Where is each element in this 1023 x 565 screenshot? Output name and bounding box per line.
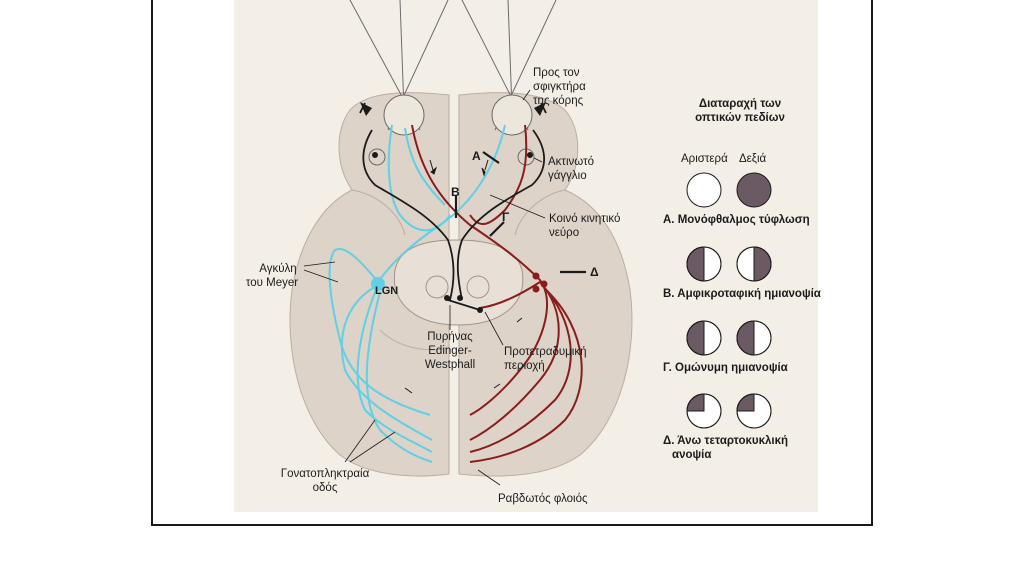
right-eye — [491, 94, 533, 136]
colliculus-right — [466, 275, 490, 299]
label-sfigktira: σφιγκτήρα — [533, 81, 586, 93]
left-eye — [383, 94, 425, 136]
legend-right: Δεξιά — [739, 153, 767, 165]
legend-left: Αριστερά — [681, 153, 728, 165]
pupillary-pathway — [359, 102, 547, 311]
legend-item-g: Γ. Ομώνυμη ημιανοψία — [663, 362, 788, 374]
label-ravdotos: Ραβδωτός φλοιός — [498, 493, 588, 505]
label-neyro: νεύρο — [549, 227, 580, 239]
cyan-pathway — [328, 124, 506, 463]
brain-contour — [514, 189, 566, 236]
label-pyrinas: Πυρήνας — [427, 331, 473, 343]
legend-item-a: Α. Μονόφθαλμος τύφλωση — [663, 214, 810, 226]
label-agkyli: Αγκύλη — [259, 263, 297, 275]
field-defect-legend — [686, 172, 772, 429]
brain-contour — [351, 189, 406, 236]
lesion-markers — [454, 151, 586, 274]
label-aktinoto: Ακτινωτό — [548, 156, 595, 168]
label-westphall: Westphall — [424, 359, 476, 371]
field-a-left — [686, 172, 722, 208]
label-tis-koris: της κόρης — [533, 95, 584, 107]
label-odos: οδός — [312, 482, 338, 494]
lesion-letter-d: Δ — [590, 265, 599, 279]
colliculus-left — [425, 275, 449, 299]
left-ciliary-ganglion — [368, 148, 386, 166]
legend-item-b: Β. Αμφικροταφική ημιανοψία — [663, 288, 821, 300]
lesion-letter-a: Α — [472, 149, 481, 163]
legend-item-d-2: ανοψία — [672, 449, 712, 461]
red-pathway — [411, 124, 583, 463]
label-tou-meyer: του Meyer — [245, 277, 299, 289]
label-lgn: LGN — [375, 285, 399, 297]
label-gaglio: γάγγλιο — [548, 170, 587, 182]
label-gonatopliktraia: Γονατοπληκτραία — [280, 468, 370, 480]
label-protetradymiki: Προτετραδυμική — [504, 346, 587, 358]
legend-title-1: Διαταραχή των — [698, 98, 782, 110]
brain-contour — [379, 329, 450, 351]
flow-arrows — [404, 159, 523, 394]
legend-item-d-1: Δ. Άνω τεταρτοκυκλική — [663, 435, 789, 447]
label-pros-ton: Προς τον — [533, 67, 580, 79]
lesion-letter-b: Β — [451, 185, 460, 199]
brain-left-hemisphere — [289, 92, 450, 477]
field-a-right — [736, 172, 772, 208]
legend-title-2: οπτικών πεδίων — [695, 112, 785, 124]
leader-lines — [303, 89, 546, 486]
label-koino: Κοινό κινητικό — [549, 213, 621, 225]
label-periochi: περιοχή — [504, 360, 545, 372]
lesion-letter-g: Γ — [502, 210, 510, 224]
label-edinger: Edinger- — [428, 345, 472, 357]
